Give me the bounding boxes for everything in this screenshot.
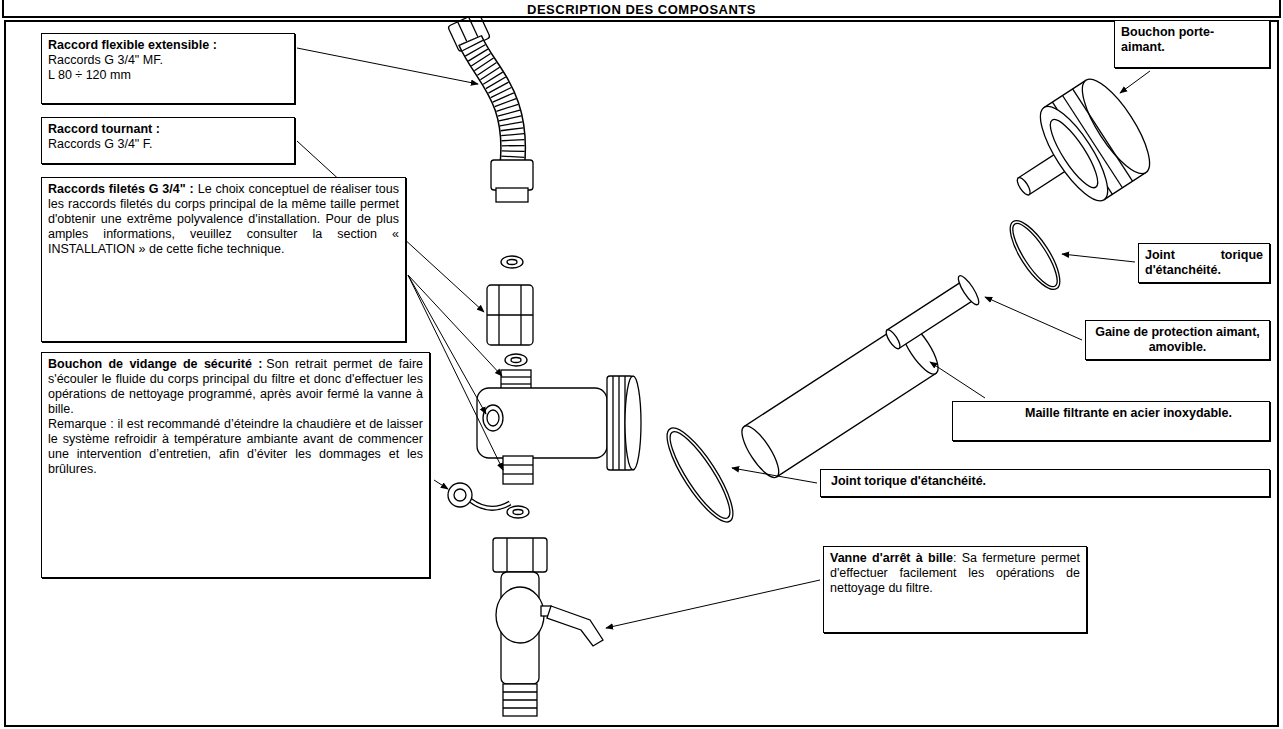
hose-fitting — [496, 188, 528, 202]
o-ring — [1001, 214, 1068, 296]
callout-box: Bouchon porte-aimant. — [1114, 20, 1270, 68]
callout-box: Joint torique d'étanchéité. — [820, 469, 1270, 497]
leader-line — [930, 362, 985, 398]
callout-box: Joint torique d'étanchéité. — [1138, 243, 1270, 283]
description-text: Remarque : il est recommandé d’éteindre … — [48, 417, 423, 477]
leader-line — [1062, 254, 1135, 262]
part-name: Raccord tournant : — [48, 122, 288, 137]
magnet-cap — [990, 70, 1161, 234]
part-name: Joint torique d'étanchéité. — [831, 474, 1263, 489]
part-name: Raccord flexible extensible : — [48, 38, 288, 53]
leader-line — [732, 468, 817, 483]
ball-valve — [493, 538, 603, 716]
leader-line — [1120, 71, 1150, 93]
callout-box: Raccord tournant :Raccords G 3/4" F. — [41, 117, 295, 164]
washer — [507, 506, 529, 518]
leader-line — [434, 480, 448, 489]
washer — [501, 256, 523, 268]
o-ring — [657, 420, 744, 530]
flexible-hose — [470, 40, 513, 168]
washer — [505, 354, 527, 366]
part-name: Maille filtrante en acier inoxydable. — [1025, 406, 1263, 421]
description-text: Raccords G 3/4" F. — [48, 137, 288, 152]
filter-mesh — [736, 318, 945, 483]
part-name: Bouchon de vidange de sécurité : — [48, 357, 262, 371]
drain-plug — [448, 483, 510, 508]
flexible-hose — [470, 40, 513, 168]
hose-ribs — [470, 40, 513, 168]
filter-assembly — [448, 12, 1161, 716]
leader-line — [297, 48, 478, 84]
part-name: Bouchon porte-aimant. — [1121, 25, 1229, 55]
description-text: L 80 ÷ 120 mm — [48, 68, 288, 83]
callout-box: Raccord flexible extensible :Raccords G … — [41, 33, 295, 104]
part-name: Joint torique d'étanchéité. — [1145, 248, 1263, 278]
title: DESCRIPTION DES COMPOSANTS — [527, 2, 756, 17]
leader-line — [606, 580, 820, 628]
callout-box: Maille filtrante en acier inoxydable. — [952, 401, 1270, 441]
part-name: Vanne d'arrêt à bille — [830, 551, 953, 565]
part-name: Gaine de protection aimant, amovible. — [1092, 325, 1263, 355]
callout-box: Gaine de protection aimant, amovible. — [1085, 320, 1270, 360]
callout-box: Vanne d'arrêt à bille: Sa fermeture perm… — [823, 546, 1087, 633]
magnet-sheath — [880, 273, 982, 355]
leader-line — [985, 297, 1082, 340]
part-name: Raccords filetés G 3/4" : — [48, 182, 194, 196]
title-band: DESCRIPTION DES COMPOSANTS — [2, 0, 1281, 18]
swivel-fitting — [487, 285, 533, 345]
description-text: Raccords G 3/4" MF. — [48, 53, 288, 68]
callout-box: Raccords filetés G 3/4" :Le choix concep… — [41, 177, 406, 342]
hose-fitting — [491, 160, 533, 190]
callout-box: Bouchon de vidange de sécurité :Son retr… — [41, 352, 430, 578]
